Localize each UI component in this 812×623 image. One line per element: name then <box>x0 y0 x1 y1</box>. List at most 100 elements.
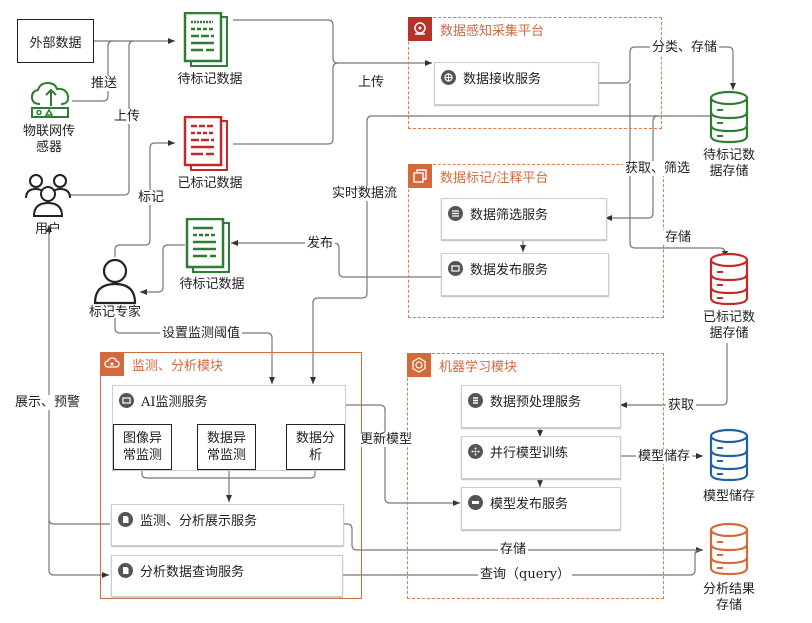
data-anomaly-line1: 数据异 <box>206 431 246 446</box>
pending-storage-caption: 待标记数 据存储 <box>694 148 764 180</box>
wire-iot-push <box>72 40 114 102</box>
model-release-service[interactable]: 模型发布服务 <box>461 487 621 530</box>
preprocess-service-label: 数据预处理服务 <box>490 395 582 410</box>
person-icon <box>93 258 137 305</box>
collection-platform-group: 数据感知采集平台 <box>408 17 662 129</box>
database-icon <box>709 252 749 306</box>
monitor-icon <box>119 393 134 408</box>
pending-storage-line2: 据存储 <box>709 164 749 179</box>
iot-sensor[interactable] <box>28 80 74 120</box>
data-analysis-line2: 析 <box>308 448 322 463</box>
data-anomaly-module[interactable]: 数据异常监测 <box>197 424 256 470</box>
parallel-training-service-label: 并行模型训练 <box>490 446 569 461</box>
wire-user-upload <box>70 40 135 196</box>
iot-sensor-caption-line2: 感器 <box>35 140 62 155</box>
results-storage-line1: 分析结果 <box>702 582 755 597</box>
external-data-label: 外部数据 <box>29 35 82 51</box>
list-icon <box>448 206 463 221</box>
wire-pending-upload <box>233 19 339 64</box>
data-publish-service-label: 数据发布服务 <box>470 263 549 278</box>
label-expert-caption: 标记专家 <box>88 305 141 320</box>
ml-module-group: 机器学习模块 <box>407 353 664 599</box>
document-icon <box>185 217 230 273</box>
pending-data-doc-top[interactable] <box>183 11 233 68</box>
wire-receive-out <box>597 46 736 90</box>
labeled-storage-caption: 已标记数 据存储 <box>694 310 764 342</box>
query-service-label: 分析数据查询服务 <box>140 565 245 580</box>
edge-label-upload-mid: 上传 <box>356 75 387 90</box>
query-service[interactable]: 分析数据查询服务 <box>111 555 343 597</box>
results-storage[interactable] <box>709 522 749 576</box>
parallel-training-service[interactable]: 并行模型训练 <box>461 436 621 479</box>
iot-sensor-caption-line1: 物联网传 <box>22 124 75 139</box>
wire-expert-label <box>114 140 175 257</box>
data-filter-service-label: 数据筛选服务 <box>470 208 549 223</box>
results-storage-line2: 存储 <box>715 598 742 613</box>
display-service[interactable]: 监测、分析展示服务 <box>111 504 344 546</box>
cloud-upload-icon <box>30 81 70 118</box>
results-storage-caption: 分析结果 存储 <box>694 582 764 614</box>
preprocess-service[interactable]: 数据预处理服务 <box>461 385 621 428</box>
edge-label-fetch-filter: 获取、筛选 <box>623 161 693 176</box>
pending-storage-line1: 待标记数 <box>702 148 755 163</box>
database-icon <box>709 90 749 144</box>
platform-badge-icon <box>408 17 432 41</box>
labeled-storage-line1: 已标记数 <box>702 310 755 325</box>
edge-label-store-labeled: 存储 <box>663 230 694 245</box>
edge-label-realtime-stream: 实时数据流 <box>330 186 400 201</box>
wire-fetch-filter <box>605 115 659 221</box>
image-anomaly-line2: 常监测 <box>122 448 162 463</box>
pending-storage[interactable] <box>709 90 749 144</box>
data-filter-service[interactable]: 数据筛选服务 <box>441 198 607 240</box>
edge-label-publish: 发布 <box>305 236 336 251</box>
image-anomaly-module[interactable]: 图像异常监测 <box>113 424 172 470</box>
document-icon <box>183 11 228 67</box>
wire-update-model <box>345 404 460 506</box>
pending-data-doc-mid[interactable] <box>185 217 235 274</box>
pending-data-doc-top-caption: 待标记数据 <box>177 72 243 87</box>
labeled-data-doc[interactable] <box>183 115 233 172</box>
labeled-storage-line2: 据存储 <box>709 326 749 341</box>
edge-label-update-model: 更新模型 <box>359 432 414 447</box>
users-icon <box>25 174 71 217</box>
ai-monitor-service-label: AI监测服务 <box>141 395 208 410</box>
wire-query-results <box>342 549 701 576</box>
edge-label-query: 查询（query） <box>478 567 572 582</box>
labeling-platform-title: 数据标记/注释平台 <box>440 170 549 186</box>
file-icon <box>118 563 133 578</box>
database-icon <box>468 393 483 408</box>
model-storage[interactable] <box>709 428 749 482</box>
data-receive-service-label: 数据接收服务 <box>463 72 542 87</box>
ellipsis-icon <box>468 495 483 510</box>
label-expert[interactable] <box>92 257 138 307</box>
edge-label-upload-left: 上传 <box>114 109 141 124</box>
hexagon-icon <box>407 353 431 377</box>
file-icon <box>118 512 133 527</box>
edge-label-push: 推送 <box>91 76 118 91</box>
pending-data-doc-mid-caption: 待标记数据 <box>179 277 245 292</box>
collection-platform-title: 数据感知采集平台 <box>440 23 545 39</box>
cloud-brain-icon <box>100 352 124 376</box>
wire-publish-out <box>231 240 441 278</box>
wire-fetch <box>620 343 728 408</box>
wire-pending-storage-out <box>310 115 710 384</box>
wire-doc-to-expert <box>140 244 185 295</box>
model-storage-caption: 模型储存 <box>702 489 755 504</box>
user-caption: 用户 <box>34 222 61 237</box>
user[interactable] <box>24 172 72 220</box>
iot-sensor-caption: 物联网传 感器 <box>14 124 84 156</box>
data-publish-service[interactable]: 数据发布服务 <box>441 253 609 296</box>
edge-label-classify-store: 分类、存储 <box>650 40 720 55</box>
model-release-service-label: 模型发布服务 <box>490 497 569 512</box>
grid-icon <box>468 444 483 459</box>
data-receive-service[interactable]: 数据接收服务 <box>434 62 599 105</box>
external-data-box[interactable]: 外部数据 <box>17 19 94 63</box>
data-anomaly-line2: 常监测 <box>206 448 246 463</box>
wire-receive-down <box>629 83 728 258</box>
aperture-icon <box>441 70 456 85</box>
monitor-icon <box>448 261 463 276</box>
data-analysis-module[interactable]: 数据分析 <box>286 424 345 470</box>
edge-label-model-store: 模型储存 <box>636 449 693 464</box>
labeled-storage[interactable] <box>709 252 749 306</box>
